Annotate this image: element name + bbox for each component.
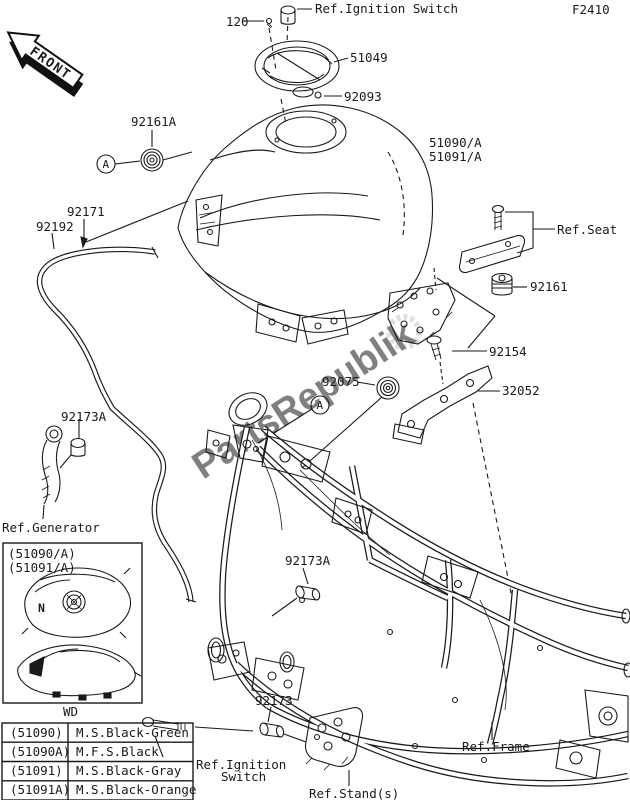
ref-ignition-switch-top: Ref.Ignition Switch: [315, 1, 458, 16]
color-table: (51090) M.S.Black-Green (51090A) M.F.S.B…: [10, 725, 196, 797]
table-cell-color: M.S.Black-Orange: [76, 782, 196, 797]
callout-92173a-mid: 92173A: [285, 553, 331, 568]
table-cell-color: M.F.S.Black: [76, 744, 159, 759]
callout-92075: 92075: [322, 374, 360, 389]
fuel-hose-92192: [36, 232, 197, 603]
damper-92173-bottom: [141, 706, 307, 758]
callout-32052: 32052: [502, 383, 540, 398]
inset-logo: N: [38, 601, 45, 615]
fuel-cap-assembly: [243, 5, 349, 125]
inset-code-1: (51090/A): [8, 546, 76, 561]
callout-92173a-left: 92173A: [61, 409, 107, 424]
inset-wd: WD: [63, 704, 78, 719]
callout-120: 120: [226, 14, 249, 29]
labels: F2410 120 Ref.Ignition Switch 51049 9209…: [2, 1, 617, 800]
table-cell-code: (51091): [10, 763, 63, 778]
callout-92171: 92171: [67, 204, 105, 219]
leader-92171: [80, 200, 189, 249]
bracket-32052-group: [392, 335, 500, 445]
table-cell-code: (51090A): [10, 744, 70, 759]
callout-92161a: 92161A: [131, 114, 177, 129]
callout-92192: 92192: [36, 219, 74, 234]
seat-bracket-group: [433, 204, 555, 599]
fuel-tank: [177, 104, 456, 345]
callout-92161: 92161: [530, 279, 568, 294]
table-cell-color: M.S.Black-Gray: [76, 763, 182, 778]
line-art: [1, 5, 630, 800]
callout-92154: 92154: [489, 344, 527, 359]
table-cell-color: M.S.Black-Green: [76, 725, 189, 740]
callout-51091a: 51091/A: [429, 149, 482, 164]
ref-generator: Ref.Generator: [2, 520, 100, 535]
circle-a-top: A: [103, 158, 110, 171]
color-table-grid: [1, 722, 194, 800]
inset-code-2: (51091/A): [8, 560, 76, 575]
front-arrow: FRONT: [6, 31, 84, 97]
table-cell-code: (51090): [10, 725, 63, 740]
callout-51049: 51049: [350, 50, 388, 65]
callout-92173: 92173: [255, 693, 293, 708]
generator-group: [41, 419, 86, 520]
callout-51090a: 51090/A: [429, 135, 482, 150]
ref-seat: Ref.Seat: [557, 222, 617, 237]
callout-92093: 92093: [344, 89, 382, 104]
table-cell-code: (51091A): [10, 782, 70, 797]
fiche-code: F2410: [572, 2, 610, 17]
inset-box: [2, 542, 143, 704]
ref-ignition-switch-bottom-1: Ref.Ignition: [196, 757, 286, 772]
frame: [205, 392, 630, 787]
ref-stand: Ref.Stand(s): [309, 786, 399, 800]
circle-a-mid: A: [317, 399, 324, 412]
damper-92173a-mid: [271, 567, 321, 617]
ref-frame: Ref.Frame: [462, 739, 530, 754]
grommet-92161a: [96, 130, 193, 174]
ref-ignition-switch-bottom-2: Switch: [221, 769, 266, 784]
grommet-92075: [257, 376, 400, 469]
